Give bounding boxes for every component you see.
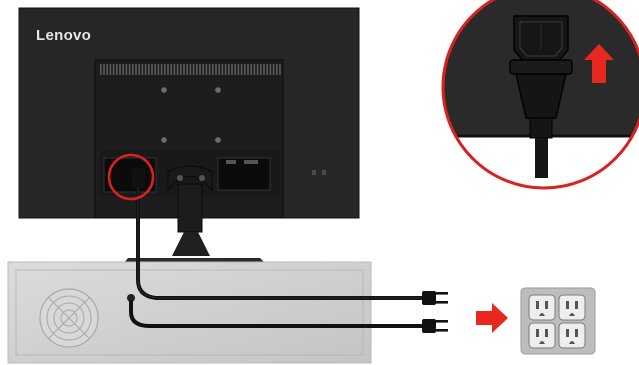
vent-slot xyxy=(122,64,124,75)
vent-slot xyxy=(186,64,188,75)
wall-outlet-icon xyxy=(520,287,596,355)
vent-slot xyxy=(256,64,259,75)
power-cables xyxy=(129,184,424,328)
vent-slot xyxy=(106,64,108,75)
vent-slot xyxy=(231,64,233,75)
vent-slot xyxy=(167,64,169,75)
outlet-socket xyxy=(558,322,586,349)
computer-power-jack xyxy=(127,294,135,302)
vent-slot xyxy=(100,64,102,75)
vent-slot xyxy=(215,64,217,75)
vent-slot xyxy=(196,64,198,75)
vent-slot xyxy=(154,64,156,75)
vent-slot xyxy=(176,64,179,75)
vent-slot xyxy=(221,64,224,75)
vent-slot xyxy=(135,64,137,75)
vent-slot xyxy=(164,64,166,75)
vent-slot xyxy=(208,64,211,75)
vent-slot xyxy=(128,64,131,75)
vent-slot xyxy=(218,64,220,75)
vent-slot xyxy=(138,64,140,75)
insert-up-arrow-icon xyxy=(584,44,614,83)
fan-grille-icon xyxy=(39,288,99,348)
vent-slot xyxy=(263,64,265,75)
power-plug-icon xyxy=(422,291,448,305)
vent-slot xyxy=(228,64,230,75)
vent-slot xyxy=(148,64,150,75)
vent-slot xyxy=(157,64,160,75)
vent-slot xyxy=(212,64,214,75)
vent-slot xyxy=(144,64,147,75)
vent-slot xyxy=(132,64,134,75)
vent-slot xyxy=(253,64,256,75)
vent-slot xyxy=(199,64,201,75)
vent-slot xyxy=(170,64,172,75)
vent-slot xyxy=(183,64,185,75)
socket-highlight-ring xyxy=(107,153,155,201)
vent-slot xyxy=(151,64,153,75)
vesa-holes xyxy=(161,87,221,143)
vent-slot xyxy=(103,64,105,75)
computer-case xyxy=(7,261,372,364)
vent-slot xyxy=(202,64,204,75)
vent-slot xyxy=(247,64,249,75)
vent-slot xyxy=(272,64,275,75)
outlet-socket xyxy=(558,294,586,321)
vent-slot xyxy=(112,64,115,75)
vent-slot xyxy=(260,64,262,75)
vent-slot xyxy=(141,64,144,75)
monitor-brand-logo: Lenovo xyxy=(36,27,91,44)
vent-slot xyxy=(266,64,268,75)
vent-slot xyxy=(234,64,236,75)
direction-arrow-icon xyxy=(476,303,508,333)
vent-slot xyxy=(224,64,227,75)
vent-slot xyxy=(237,64,240,75)
vent-slot xyxy=(160,64,163,75)
outlet-socket xyxy=(528,294,556,321)
vent-slot xyxy=(125,64,128,75)
vent-slot xyxy=(192,64,195,75)
monitor-plug-head xyxy=(132,168,145,188)
vent-slot xyxy=(244,64,246,75)
vent-slot xyxy=(119,64,121,75)
vent-slot xyxy=(116,64,118,75)
vent-slot xyxy=(250,64,252,75)
vent-slot xyxy=(269,64,272,75)
vent-slot xyxy=(205,64,208,75)
vent-slot xyxy=(173,64,176,75)
vent-slot xyxy=(240,64,243,75)
power-connector-zoom xyxy=(509,15,573,178)
computer-power-cable xyxy=(129,300,424,328)
vent-grille xyxy=(100,64,281,75)
power-plug-icon xyxy=(422,319,448,333)
vent-slot xyxy=(279,64,281,75)
outlet-socket xyxy=(528,322,556,349)
vent-slot xyxy=(276,64,278,75)
zoom-callout xyxy=(441,0,639,190)
monitor: Lenovo xyxy=(18,7,360,270)
vent-slot xyxy=(180,64,182,75)
vent-slot xyxy=(189,64,192,75)
vent-slot xyxy=(109,64,112,75)
